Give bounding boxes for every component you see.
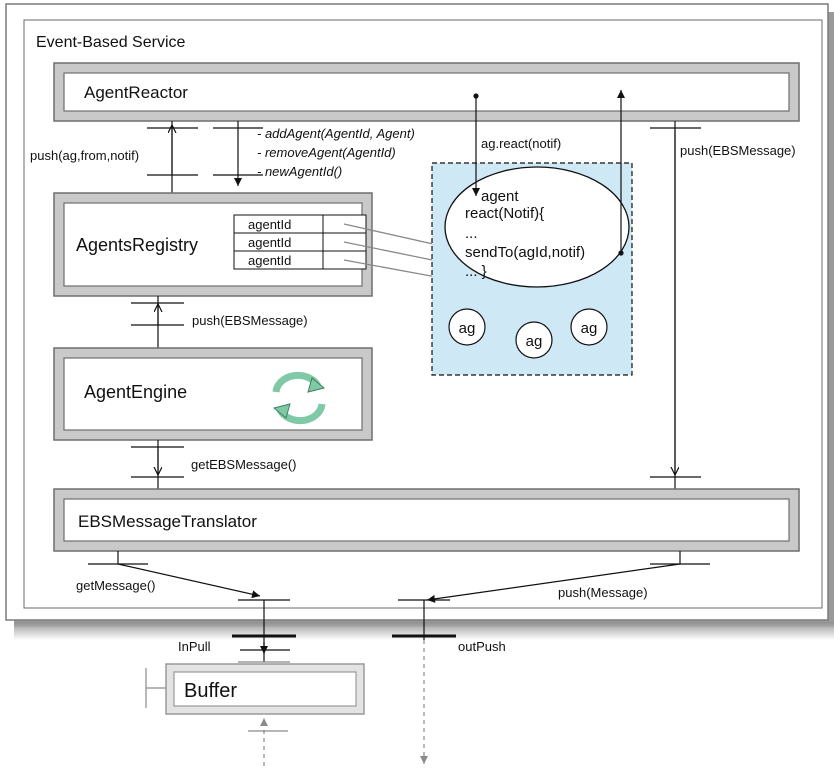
registry-agent-links xyxy=(343,223,443,281)
new-agent-id-label: - newAgentId() xyxy=(257,164,342,179)
remove-agent-label: - removeAgent(AgentId) xyxy=(257,145,396,160)
small-agent-3-label: ag xyxy=(581,320,598,337)
registry-row-1: agentId xyxy=(248,217,291,232)
push-ebs-left-label: push(EBSMessage) xyxy=(192,313,308,328)
engine-to-translator-connector: getEBSMessage() xyxy=(131,440,297,489)
agents-registry-label: AgentsRegistry xyxy=(76,235,198,255)
buffer-box: Buffer xyxy=(145,663,365,766)
registry-row-2: agentId xyxy=(248,235,291,250)
translator-box: EBSMessageTranslator xyxy=(53,488,800,552)
get-ebs-message-label: getEBSMessage() xyxy=(191,457,297,472)
in-pull-label: InPull xyxy=(178,639,211,654)
react-and-send-arrows: ag.react(notif) xyxy=(472,90,625,256)
agent-code-line-4: ... } xyxy=(465,263,487,280)
small-agent-1 xyxy=(448,308,486,346)
registry-row-3: agentId xyxy=(248,253,291,268)
agent-code-line-1: react(Notif){ xyxy=(465,205,544,222)
push-message-label: push(Message) xyxy=(558,585,648,600)
cycle-icon xyxy=(272,371,326,425)
agent-reactor-label: AgentReactor xyxy=(84,83,188,102)
add-agent-label: - addAgent(AgentId, Agent) xyxy=(257,126,415,141)
translator-label: EBSMessageTranslator xyxy=(78,512,257,531)
buffer-label: Buffer xyxy=(184,680,237,702)
agent-engine-label: AgentEngine xyxy=(84,382,187,402)
push-ag-connector: push(ag,from,notif) xyxy=(30,121,198,198)
out-push-label: outPush xyxy=(458,639,506,654)
get-message-label: getMessage() xyxy=(76,578,155,593)
registry-management-connector: - addAgent(AgentId, Agent) - removeAgent… xyxy=(213,121,415,186)
small-agent-2 xyxy=(515,321,553,359)
reactor-to-translator-connector: push(EBSMessage) xyxy=(650,121,796,489)
small-agent-1-label: ag xyxy=(459,320,476,337)
agent-code-line-3: sendTo(agId,notif) xyxy=(465,244,585,261)
small-agent-3 xyxy=(570,308,608,346)
agent-pool: agent react(Notif){ ... sendTo(agId,noti… xyxy=(431,162,633,376)
agent-code-line-2: ... xyxy=(465,225,478,242)
agent-reactor-box: AgentReactor xyxy=(53,62,800,122)
agent-engine-box: AgentEngine xyxy=(53,347,373,441)
ag-react-label: ag.react(notif) xyxy=(481,136,561,151)
engine-to-registry-connector: push(EBSMessage) xyxy=(131,296,308,348)
agents-registry-box: AgentsRegistry xyxy=(53,192,373,297)
small-agent-2-label: ag xyxy=(526,333,543,350)
translator-bottom-connectors: getMessage() push(Message) xyxy=(76,551,710,624)
external-ports: InPull outPush xyxy=(178,624,506,764)
agent-title: agent xyxy=(481,188,519,205)
main-agent-ellipse xyxy=(444,166,630,288)
push-ag-label: push(ag,from,notif) xyxy=(30,148,139,163)
push-ebs-right-label: push(EBSMessage) xyxy=(680,143,796,158)
container-title: Event-Based Service xyxy=(36,34,186,51)
